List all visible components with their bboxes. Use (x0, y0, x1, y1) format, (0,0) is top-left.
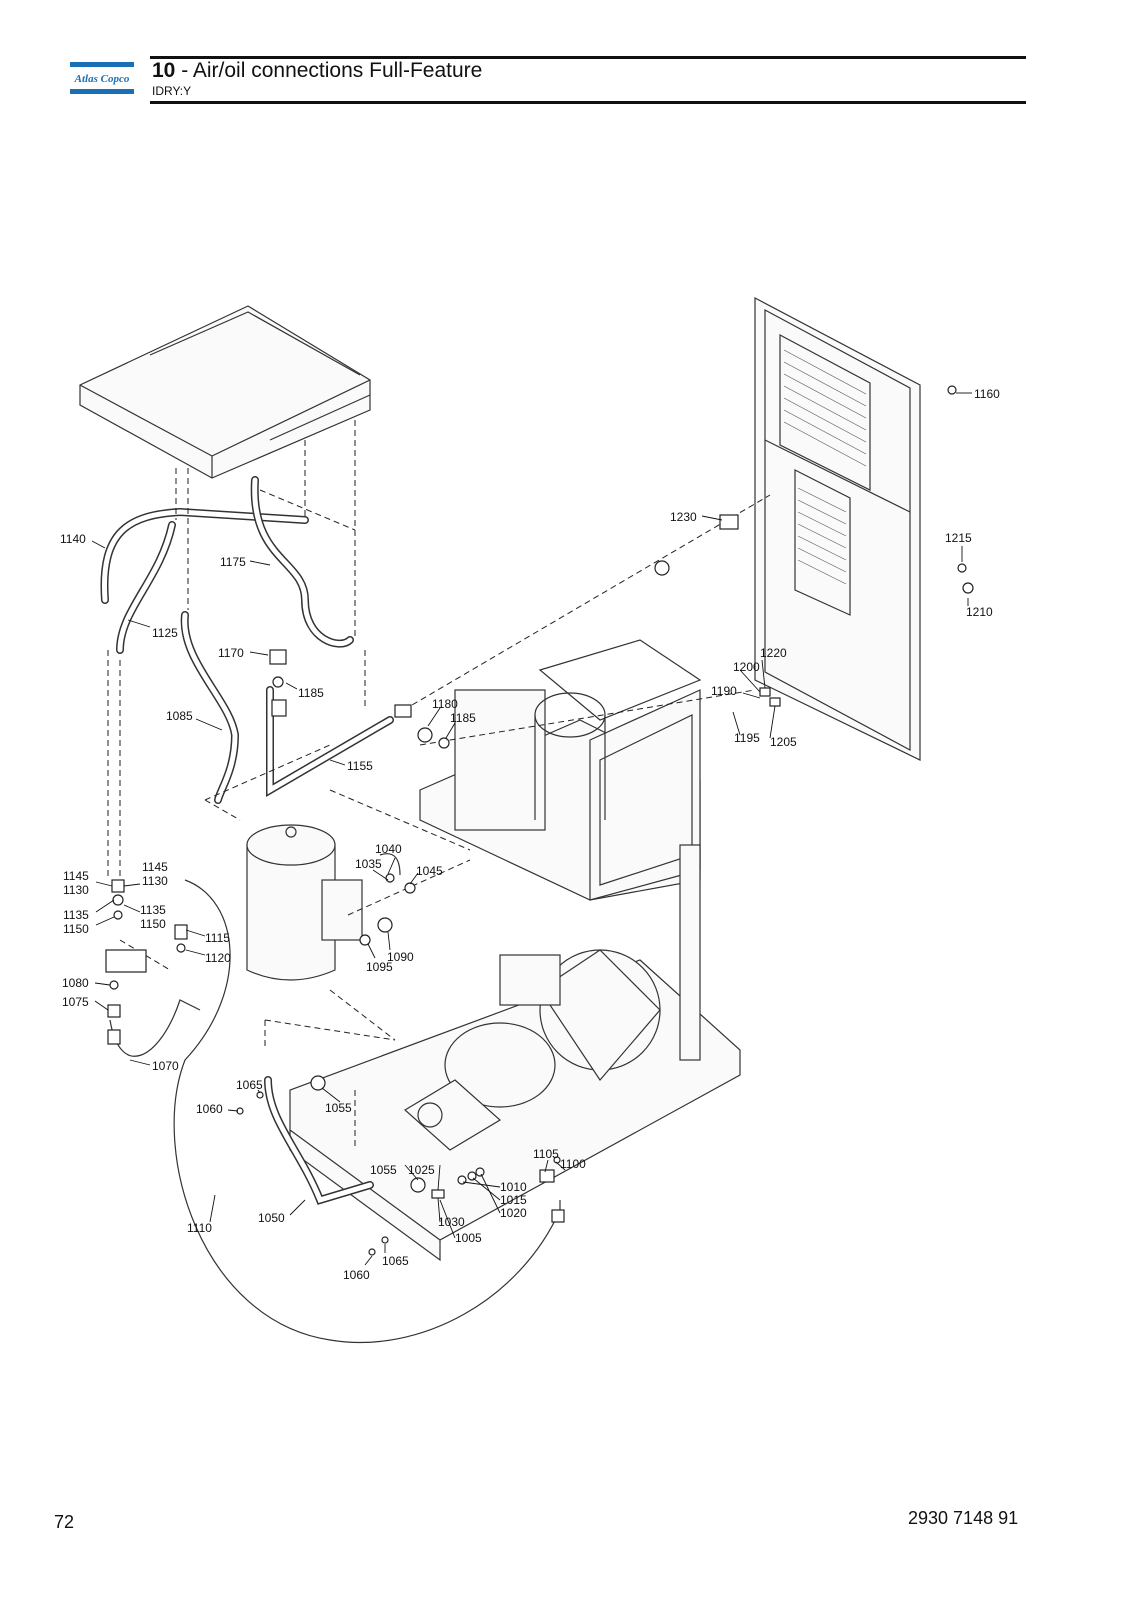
callout-1205: 1205 (770, 735, 797, 749)
section-number: 10 (152, 59, 176, 82)
callout-1065-top: 1065 (236, 1078, 263, 1092)
callout-1030: 1030 (438, 1215, 465, 1229)
atlas-copco-logo: Atlas Copco (70, 62, 134, 94)
callout-1145-right: 1145 (142, 860, 168, 874)
callout-1055-top: 1055 (325, 1101, 352, 1115)
dryer-unit (419, 639, 702, 901)
title-separator: - (175, 59, 193, 82)
callout-1055-bottom: 1055 (370, 1163, 397, 1177)
callout-1150-left: 1150 (63, 922, 89, 936)
header-rule-top (150, 56, 1026, 59)
assembly-dash-lines (107, 420, 771, 1150)
callout-1050: 1050 (258, 1211, 285, 1225)
callout-1180: 1180 (432, 697, 458, 711)
callout-1100: 1100 (560, 1157, 586, 1171)
callout-1215: 1215 (945, 531, 972, 545)
callout-1200: 1200 (733, 660, 760, 674)
callout-1080: 1080 (62, 976, 89, 990)
callout-1220: 1220 (760, 646, 787, 660)
callout-1075: 1075 (62, 995, 89, 1009)
callout-1170: 1170 (218, 646, 244, 660)
callout-1185-b: 1185 (450, 711, 476, 725)
callout-1195: 1195 (734, 731, 760, 745)
callout-1060-bottom: 1060 (343, 1268, 370, 1282)
section-title: Air/oil connections Full-Feature (192, 59, 483, 82)
callout-1140: 1140 (60, 532, 86, 546)
callout-1135-right: 1135 (140, 903, 166, 917)
callout-1005: 1005 (455, 1231, 482, 1245)
leader-lines (91, 392, 972, 1266)
motor-compressor (403, 949, 661, 1151)
callout-1120: 1120 (205, 951, 231, 965)
side-panel (754, 297, 921, 761)
callout-1060-top: 1060 (196, 1102, 223, 1116)
callout-1135-left: 1135 (63, 908, 89, 922)
cooler-cover (79, 305, 371, 479)
callout-1190: 1190 (711, 684, 737, 698)
callout-1040: 1040 (375, 842, 402, 856)
callout-1155: 1155 (347, 759, 373, 773)
header-rule-bottom (150, 101, 1026, 104)
callout-1065-bottom: 1065 (382, 1254, 409, 1268)
callout-1025: 1025 (408, 1163, 435, 1177)
callout-1160: 1160 (974, 387, 1000, 401)
callout-1150-right: 1150 (140, 917, 166, 931)
brand-text: Atlas Copco (74, 73, 130, 85)
callout-1185-a: 1185 (298, 686, 324, 700)
callout-1090: 1090 (387, 950, 414, 964)
callout-1125: 1125 (152, 626, 178, 640)
hoses (100, 476, 561, 1344)
page-title: 10 - Air/oil connections Full-Feature (152, 59, 482, 83)
page-subtitle: IDRY:Y (152, 84, 192, 98)
callout-1130-right: 1130 (142, 874, 168, 888)
page-number: 72 (54, 1512, 75, 1532)
callout-1010: 1010 (500, 1180, 527, 1194)
callout-1070: 1070 (152, 1059, 179, 1073)
callout-1130-left: 1130 (63, 883, 89, 897)
fittings (105, 385, 974, 1256)
callout-1095: 1095 (366, 960, 393, 974)
callout-1110: 1110 (187, 1221, 212, 1235)
callout-1105: 1105 (533, 1147, 559, 1161)
callout-1145-left: 1145 (63, 869, 89, 883)
callout-1115: 1115 (205, 931, 230, 945)
document-number: 2930 7148 91 (908, 1508, 1019, 1528)
callout-1230: 1230 (670, 510, 697, 524)
callout-1175: 1175 (220, 555, 246, 569)
callout-1045: 1045 (416, 864, 443, 878)
callout-1085: 1085 (166, 709, 193, 723)
callout-1210: 1210 (966, 605, 993, 619)
callout-labels: 1160 1230 1215 1210 1140 1175 1125 1170 … (60, 387, 1000, 1282)
callout-1015: 1015 (500, 1193, 527, 1207)
callout-1035: 1035 (355, 857, 382, 871)
oil-separator-vessel (246, 824, 363, 981)
callout-1020: 1020 (500, 1206, 527, 1220)
